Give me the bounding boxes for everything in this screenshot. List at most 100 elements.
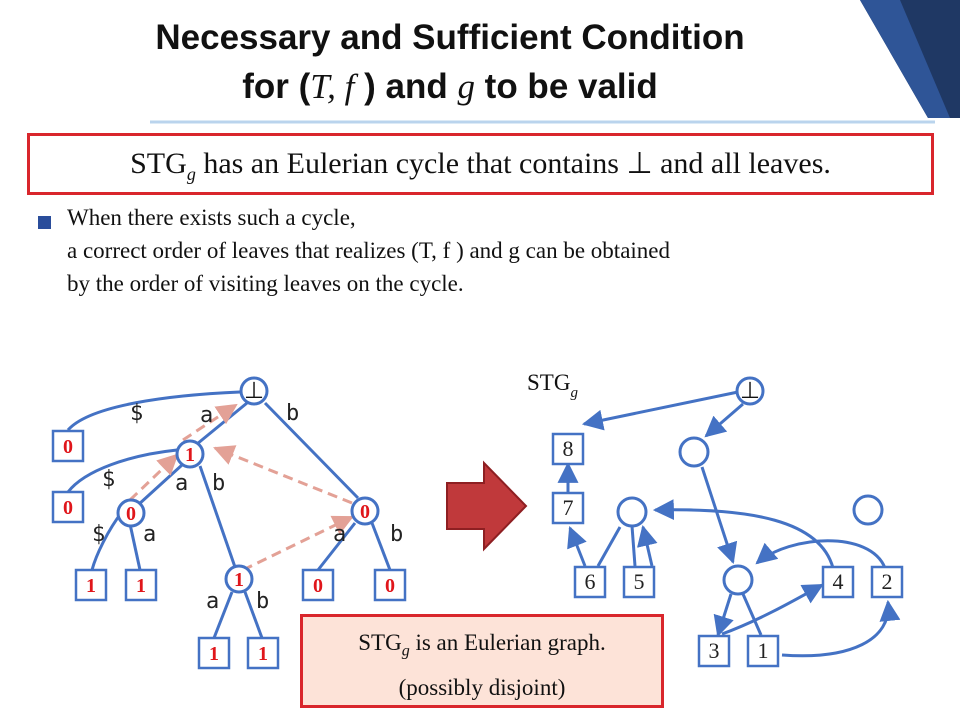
stg-edge-c2-6 <box>596 526 622 567</box>
stg-root-node <box>735 376 765 406</box>
stg-box-2-label: 2 <box>882 569 893 594</box>
stg-box-5-label: 5 <box>634 569 645 594</box>
leaf-box-br <box>246 636 280 670</box>
label-n1-b: b <box>212 471 225 496</box>
label-n2-a: a <box>143 522 156 547</box>
stg-internal-node-isolated <box>852 494 884 526</box>
dollar-box-top-value: 0 <box>63 436 73 458</box>
stg-edge-1-2 <box>781 599 901 658</box>
stg-edge-c3-1 <box>741 593 763 636</box>
condition-box: STGg has an Eulerian cycle that contains… <box>27 133 934 195</box>
edge-root-n4 <box>263 401 360 500</box>
edge-n3-leaf-br <box>243 591 264 639</box>
eulerian-note-box: STGg is an Eulerian graph. (possibly dis… <box>300 614 664 708</box>
bullet-line-3: by the order of visiting leaves on the c… <box>67 271 464 296</box>
stg-edge-6-7 <box>567 526 587 567</box>
edge-n4-leaf-rr <box>370 522 392 571</box>
dollar-box-top <box>51 429 85 463</box>
stg-internal-node-2 <box>616 496 648 528</box>
stg-edge-4-c2 <box>652 499 835 569</box>
edge-n3-leaf-bl <box>212 591 234 639</box>
stg-internal-node-1 <box>678 436 710 468</box>
tree-node-n1 <box>175 439 205 469</box>
stg-nodes <box>616 376 884 596</box>
stg-boxes <box>551 432 904 668</box>
transform-arrow-icon <box>446 460 528 552</box>
label-n4-a: a <box>333 522 346 547</box>
leaf-bl-value: 1 <box>209 643 219 665</box>
stg-edge-c2-5 <box>630 525 637 567</box>
stg-internal-node-3 <box>722 564 754 596</box>
dollar-box-mid-value: 0 <box>63 497 73 519</box>
tree-node-n3-value: 1 <box>234 569 244 591</box>
leaf-ll-value: 1 <box>86 575 96 597</box>
edge-n2-leaf-lr <box>128 523 142 571</box>
tree-node-n2-value: 0 <box>126 503 136 525</box>
stg-box-3-label: 3 <box>709 638 720 663</box>
bullet-text: When there exists such a cycle, a correc… <box>67 201 947 300</box>
label-root-a: a <box>200 403 213 428</box>
tree-leaf-values: 0 0 1 1 0 0 1 1 <box>63 436 395 665</box>
edge-root-dollar <box>66 390 241 432</box>
dashed-arrow-n3-n4 <box>242 515 354 572</box>
bullet-line-1: When there exists such a cycle, <box>67 205 356 230</box>
stg-box-3 <box>697 634 731 668</box>
stg-root-symbol: ⊥ <box>740 378 760 403</box>
stg-label: STGg <box>527 370 578 401</box>
stg-edge-root-c1 <box>704 402 744 438</box>
stg-box-1 <box>746 634 780 668</box>
leaf-br-value: 1 <box>258 643 268 665</box>
label-n3-a: a <box>206 589 219 614</box>
edge-n1-dollar <box>66 448 178 493</box>
slide-title-line1: Necessary and Sufficient Condition <box>155 18 745 57</box>
dollar-box-mid <box>51 490 85 524</box>
stg-box-2 <box>870 565 904 599</box>
leaf-rl-value: 0 <box>313 575 323 597</box>
leaf-box-rl <box>301 568 335 602</box>
tree-edge-labels: $ a b $ a b $ a a b a b <box>92 401 403 614</box>
stg-edges <box>557 390 901 658</box>
stg-box-5 <box>622 565 656 599</box>
leaf-box-lr <box>124 568 158 602</box>
stg-edge-root-8 <box>581 390 739 431</box>
stg-box-1-label: 1 <box>758 638 769 663</box>
tree-root-node <box>239 376 269 406</box>
tree-nodes: ⊥ 1 0 1 0 <box>116 376 380 594</box>
label-n4-b: b <box>390 522 403 547</box>
stg-box-4 <box>821 565 855 599</box>
note-line-1: STGg is an Eulerian graph. <box>358 630 606 660</box>
label-n3-b: b <box>256 589 269 614</box>
slide-title-line2: for (T, f ) and g to be valid <box>242 67 658 106</box>
stg-box-8-label: 8 <box>563 436 574 461</box>
dashed-arrow-n1-root <box>182 403 238 442</box>
leaf-box-rr <box>373 568 407 602</box>
dashed-arrow-n2-n1 <box>128 453 179 502</box>
label-n1-a: a <box>175 471 188 496</box>
stg-box-6-label: 6 <box>585 569 596 594</box>
stg-box-6 <box>573 565 607 599</box>
stg-edge-3-4 <box>721 583 824 636</box>
stg-edge-5-c2 <box>637 524 658 567</box>
tree-node-n1-value: 1 <box>185 444 195 466</box>
tree-node-n3 <box>224 564 254 594</box>
label-root-dollar: $ <box>130 401 143 426</box>
tree-leaf-boxes <box>51 429 407 670</box>
leaf-box-ll <box>74 568 108 602</box>
leaf-lr-value: 1 <box>136 575 146 597</box>
leaf-rr-value: 0 <box>385 575 395 597</box>
tree-node-n4-value: 0 <box>360 501 370 523</box>
tree-dashed-arrows <box>128 403 354 572</box>
stg-box-8 <box>551 432 585 466</box>
note-line-2: (possibly disjoint) <box>398 674 566 700</box>
bullet-marker <box>38 216 51 229</box>
stg-box-labels: 8 7 6 5 4 2 3 1 <box>563 436 893 663</box>
bullet-line-2: a correct order of leaves that realizes … <box>67 238 671 263</box>
tree-node-n2 <box>116 498 146 528</box>
tree-edges <box>66 390 392 639</box>
tree-node-n4 <box>350 496 380 526</box>
leaf-box-bl <box>197 636 231 670</box>
stg-edge-c1-c3 <box>700 466 738 564</box>
label-n2-dollar: $ <box>92 522 105 547</box>
